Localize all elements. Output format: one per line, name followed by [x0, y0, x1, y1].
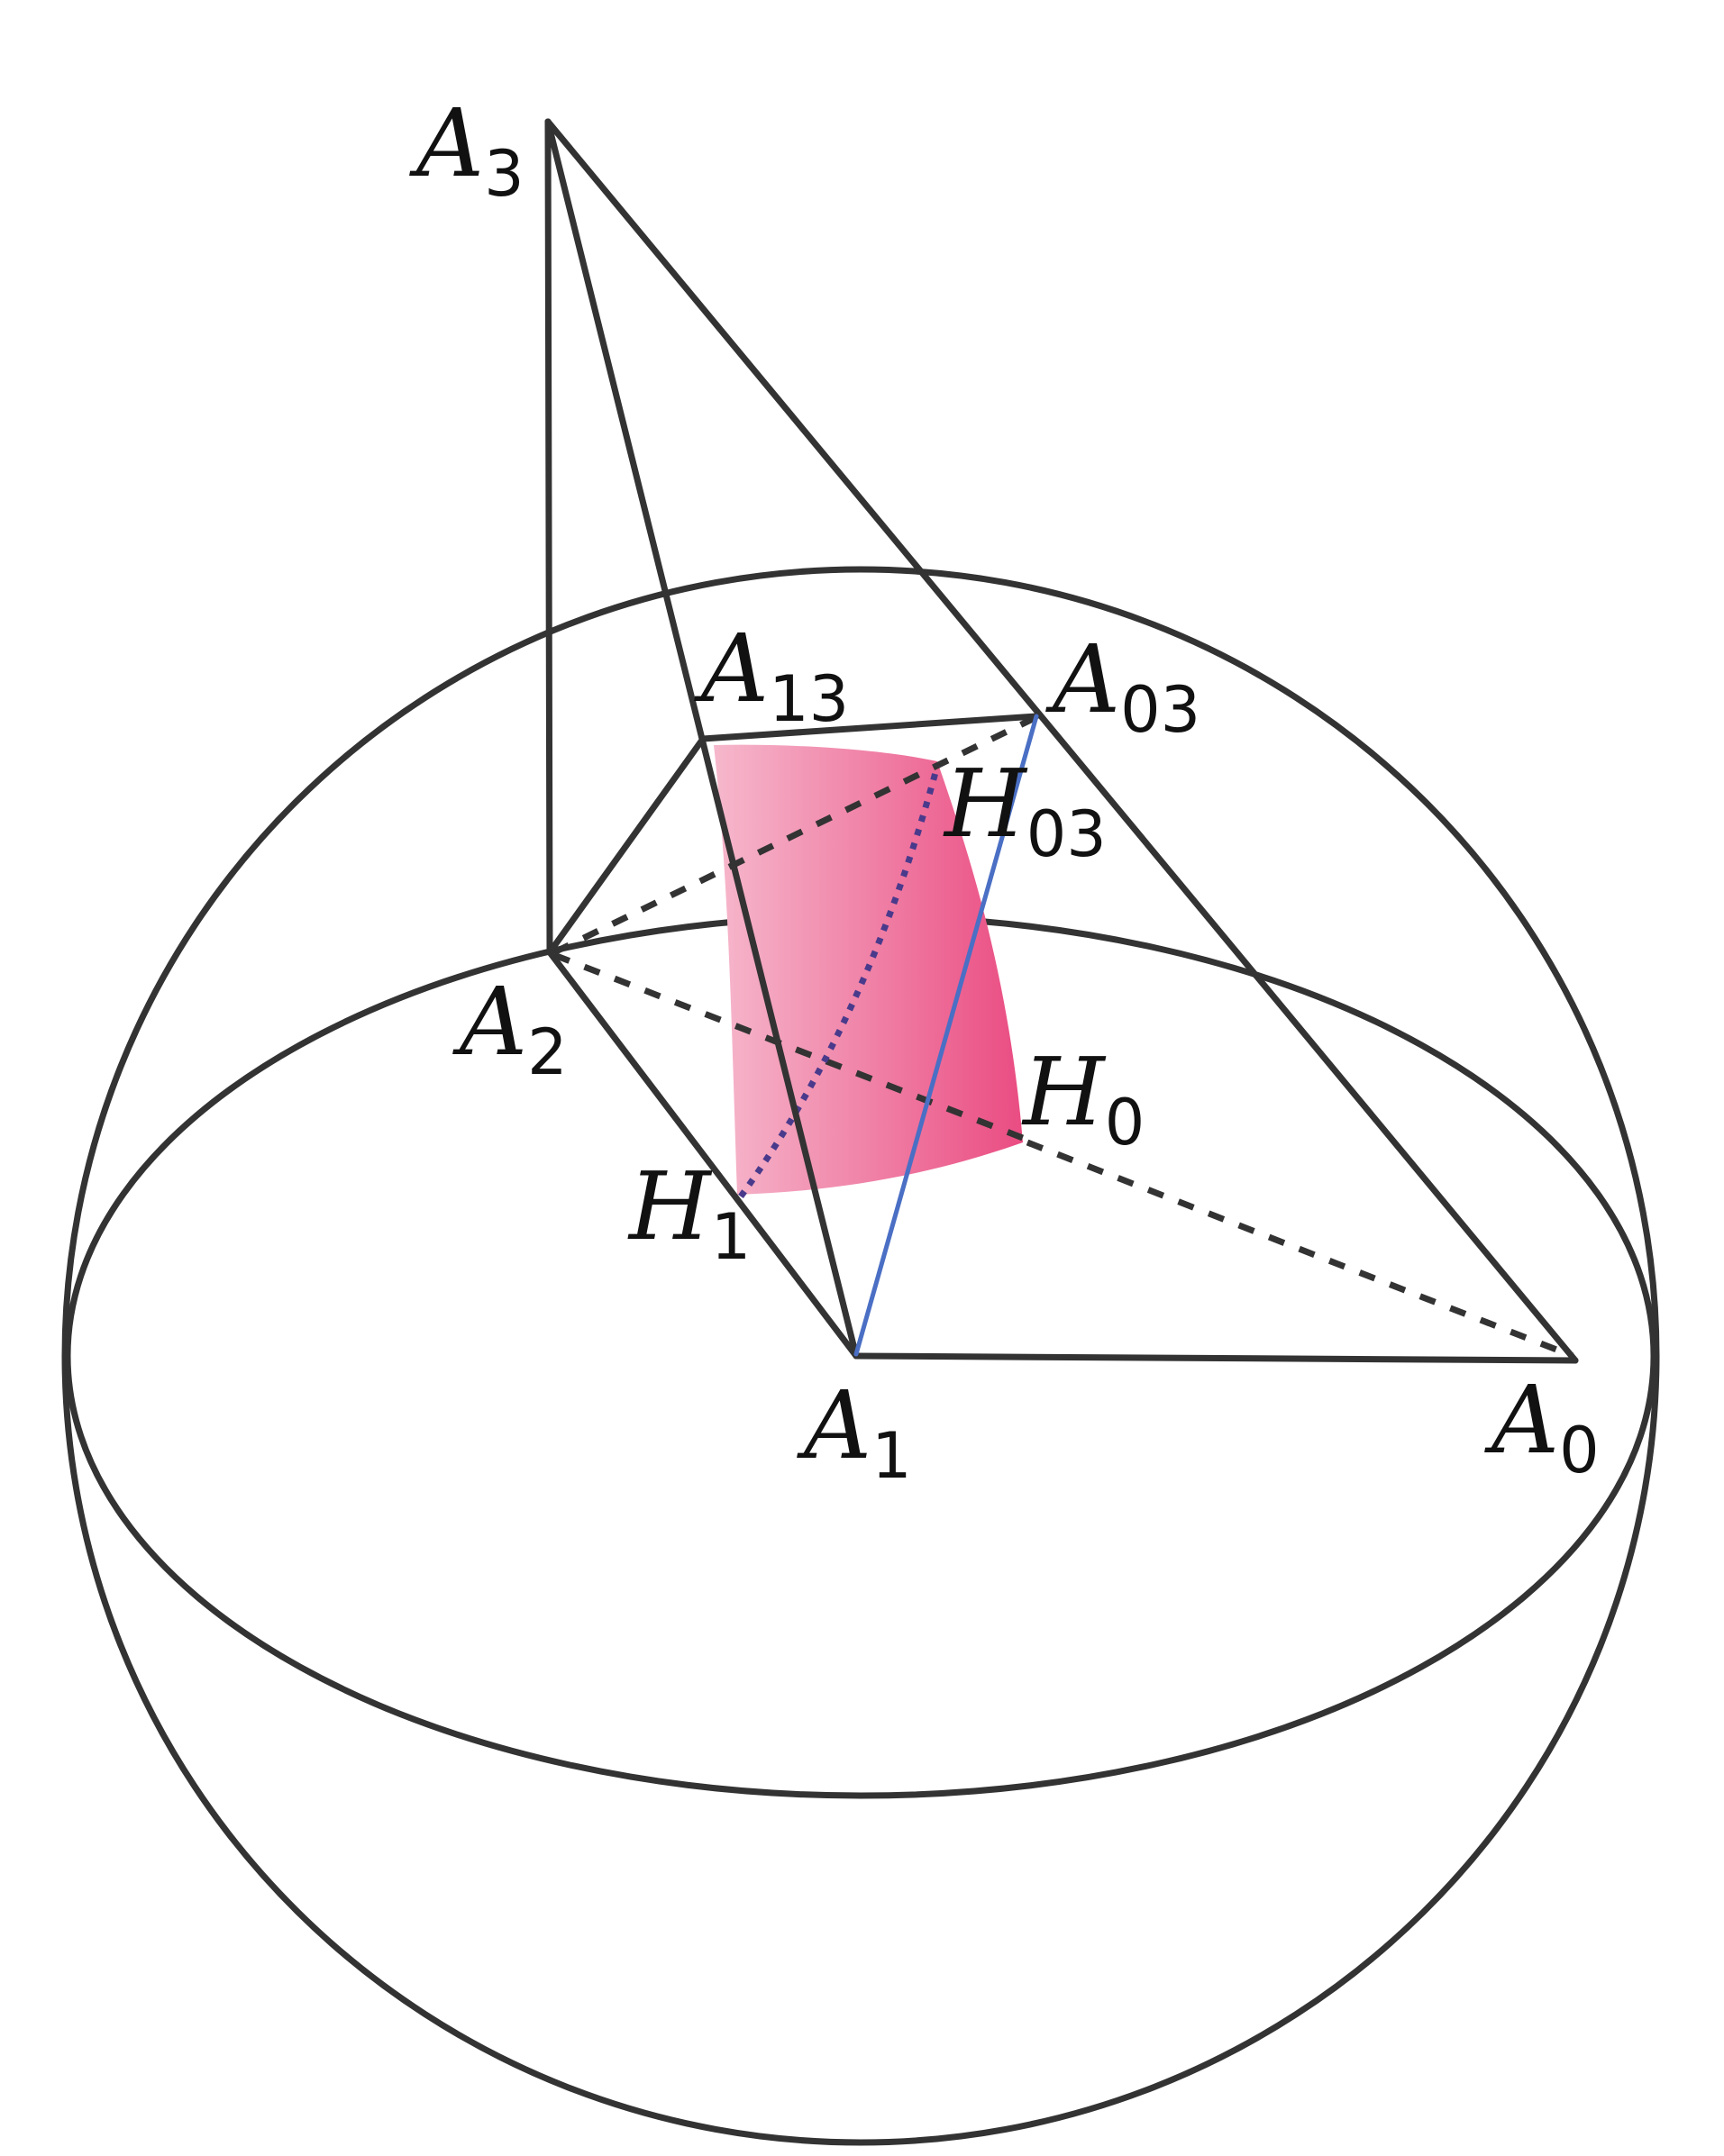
label-a2: A2: [452, 967, 568, 1089]
label-a13: A13: [694, 614, 849, 736]
label-a1: A1: [797, 1370, 912, 1493]
label-h1: H1: [627, 1151, 751, 1274]
label-h1-main: H: [627, 1151, 713, 1261]
label-a1-sub: 1: [871, 1419, 912, 1493]
label-a03: A03: [1045, 624, 1200, 747]
label-a03-sub: 03: [1120, 673, 1200, 747]
label-h0-main: H: [1021, 1037, 1107, 1147]
label-h0: H0: [1021, 1037, 1145, 1160]
label-a3-sub: 3: [484, 137, 524, 211]
segment-a1-a03: [853, 714, 1039, 1357]
label-a2-sub: 2: [527, 1015, 568, 1089]
dotted-arc-h1-h03: [738, 765, 941, 1199]
label-a03-main: A: [1045, 624, 1120, 734]
label-h1-sub: 1: [711, 1200, 752, 1274]
label-a13-sub: 13: [769, 662, 849, 736]
hidden-edge-a2-h0: [552, 951, 1029, 1143]
label-a0-main: A: [1484, 1365, 1559, 1475]
label-h0-sub: 0: [1105, 1086, 1145, 1160]
solid-edges: [544, 118, 1579, 1364]
edge-a1-a0: [853, 1352, 1579, 1364]
hidden-edge-h0-a0: [1026, 1139, 1574, 1360]
label-a13-main: A: [694, 614, 769, 723]
edge-a3-a0: [544, 118, 1579, 1364]
label-h03-main: H: [943, 749, 1028, 859]
label-a3-main: A: [409, 88, 484, 198]
label-a1-main: A: [797, 1370, 871, 1480]
edge-a3-a2: [544, 118, 553, 956]
point-labels: A3 A13 A03 H03 A2 H0 H1 A1 A0: [409, 88, 1600, 1493]
label-a0-sub: 0: [1559, 1414, 1600, 1487]
edge-a13-a2: [546, 735, 707, 956]
label-h03-sub: 03: [1026, 797, 1107, 871]
label-a3: A3: [409, 88, 524, 211]
edge-a2-a1: [546, 949, 860, 1360]
label-h03: H03: [943, 749, 1107, 871]
edge-a13-a03: [699, 713, 1040, 742]
hidden-edge-a2-a03: [552, 714, 1036, 956]
hidden-edges: [552, 714, 1574, 1360]
label-a2-main: A: [452, 967, 527, 1077]
label-a0: A0: [1484, 1365, 1600, 1487]
